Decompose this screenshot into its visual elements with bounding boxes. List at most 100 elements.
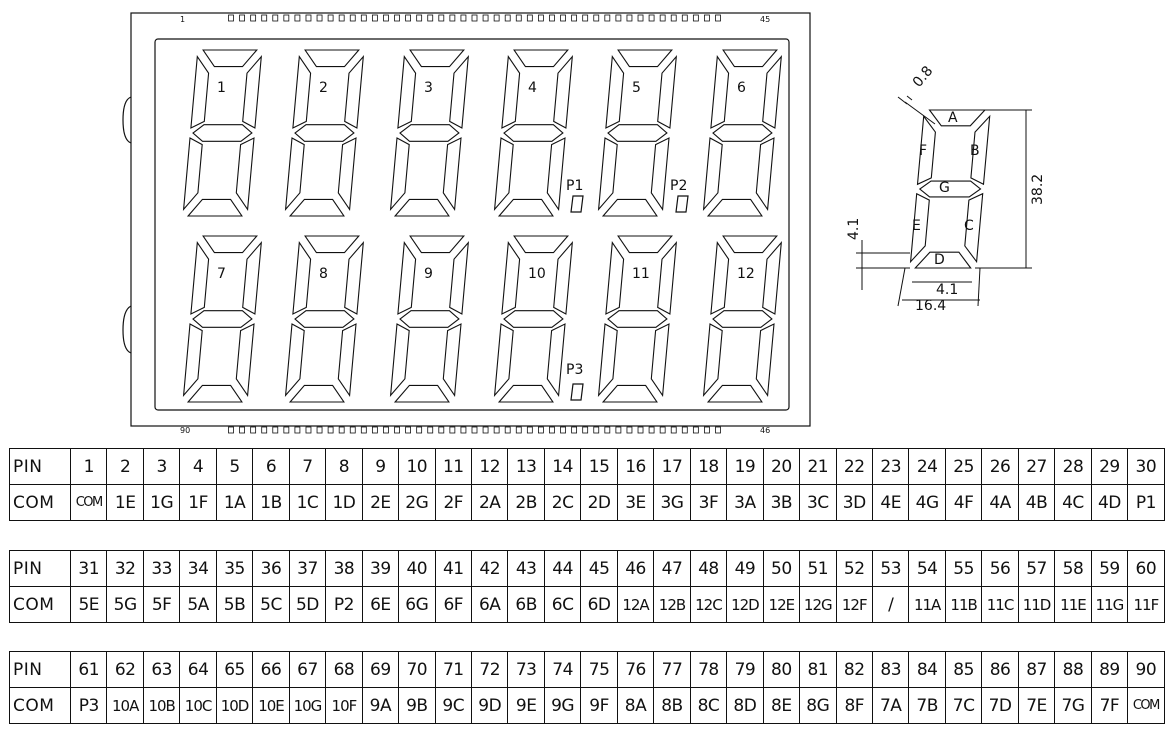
pin-tick xyxy=(416,14,423,22)
segment-C xyxy=(442,137,462,211)
pin-number-cell: 63 xyxy=(142,651,181,688)
digit-7: 7 xyxy=(182,235,263,403)
digit-3: 3 xyxy=(389,49,470,217)
com-segment-cell: 1C xyxy=(288,484,327,521)
dim-height-text: 38.2 xyxy=(1030,174,1046,205)
pin-tick xyxy=(560,14,566,22)
segment-E xyxy=(597,137,618,212)
segment-letter-A: A xyxy=(948,110,958,126)
com-segment-cell: 8F xyxy=(835,687,873,724)
segment-B xyxy=(657,54,678,129)
pin-number-cell: 75 xyxy=(580,651,618,688)
pin-number-cell: 21 xyxy=(799,448,837,485)
segment-F xyxy=(501,55,521,129)
pin-tick xyxy=(283,14,290,22)
com-segment-cell: 9D xyxy=(470,687,509,724)
segment-B xyxy=(449,240,470,315)
segment-letter-C: C xyxy=(964,218,974,234)
com-segment-cell: 11D xyxy=(1017,586,1056,623)
segment-C xyxy=(650,137,670,211)
segment-E xyxy=(493,323,514,398)
pin-tick xyxy=(593,14,600,22)
segment-B xyxy=(449,54,470,129)
segment-A xyxy=(722,235,778,254)
segment-B xyxy=(553,240,574,315)
pin-number-cell: 30 xyxy=(1127,448,1165,485)
pin-number-cell: 77 xyxy=(653,651,691,688)
com-segment-cell: 4D xyxy=(1090,484,1129,521)
pin-tick xyxy=(482,14,489,22)
com-segment-cell: 12B xyxy=(653,586,691,623)
segment-letter-D: D xyxy=(934,252,945,268)
segment-F xyxy=(605,241,625,315)
dim-width-small-text: 4.1 xyxy=(936,282,958,298)
pin-number-cell: 3 xyxy=(142,448,181,485)
pin-tick xyxy=(460,426,467,434)
com-segment-cell: 11C xyxy=(981,586,1019,623)
segment-A xyxy=(722,49,778,68)
segment-E xyxy=(284,137,305,212)
pin-number-cell: 24 xyxy=(908,448,946,485)
segment-C xyxy=(337,323,357,397)
segment-G xyxy=(503,310,564,328)
pin-tick xyxy=(493,14,500,22)
pin-tick xyxy=(715,426,721,434)
pin-tick xyxy=(327,14,334,22)
com-header: COM xyxy=(9,484,71,521)
pin-tick xyxy=(449,426,456,434)
pin-number-cell: 39 xyxy=(361,550,400,587)
segment-D xyxy=(186,384,243,403)
pin-number-cell: 35 xyxy=(215,550,254,587)
segment-letter-B: B xyxy=(970,143,980,159)
pin-number-cell: 7 xyxy=(288,448,327,485)
segment-E xyxy=(182,137,203,212)
segment-G xyxy=(192,310,253,328)
segment-C xyxy=(755,323,775,397)
pin-number-cell: 22 xyxy=(835,448,873,485)
digit-6: 6 xyxy=(702,49,783,217)
pin-number-cell: 41 xyxy=(434,550,472,587)
segment-E xyxy=(702,323,723,398)
pin-number-cell: 40 xyxy=(398,550,436,587)
pin-number-cell: 89 xyxy=(1090,651,1129,688)
segment-A xyxy=(928,109,987,127)
pin-tick xyxy=(239,426,245,434)
com-segment-cell: COM xyxy=(1127,687,1165,724)
digit-number: 2 xyxy=(319,80,328,96)
point-p2-mark xyxy=(675,195,689,213)
pin-number-cell: 32 xyxy=(106,550,144,587)
segment-A xyxy=(513,235,569,254)
segment-D xyxy=(288,198,345,217)
com-header: COM xyxy=(9,586,71,623)
left-tab-top xyxy=(122,96,132,144)
pin-tick xyxy=(394,426,400,434)
pin-tick xyxy=(571,14,578,22)
point-p3-mark xyxy=(570,383,584,401)
segment-F xyxy=(916,114,936,186)
pin-tick xyxy=(371,14,378,22)
com-segment-cell: 2F xyxy=(434,484,472,521)
segment-letter-G: G xyxy=(939,180,950,196)
digit-number: 11 xyxy=(632,266,650,282)
pin-number-cell: 17 xyxy=(653,448,691,485)
pin-number-cell: 61 xyxy=(69,651,108,688)
com-segment-cell: 12A xyxy=(616,586,655,623)
pin-tick xyxy=(338,14,345,22)
segment-B xyxy=(242,54,263,129)
segment-D xyxy=(393,384,450,403)
com-segment-cell: 4F xyxy=(944,484,983,521)
segment-F xyxy=(710,55,730,129)
pin-tick xyxy=(283,426,290,434)
dim-gap-text: 4.1 xyxy=(846,218,862,240)
segment-A xyxy=(202,235,258,254)
pin-tick xyxy=(626,426,633,434)
pin-number-cell: 69 xyxy=(361,651,400,688)
com-segment-cell: 3F xyxy=(689,484,728,521)
segment-B xyxy=(344,240,365,315)
com-segment-cell: 6F xyxy=(434,586,472,623)
pin-row-top xyxy=(228,14,721,22)
pin-tick xyxy=(659,14,666,22)
